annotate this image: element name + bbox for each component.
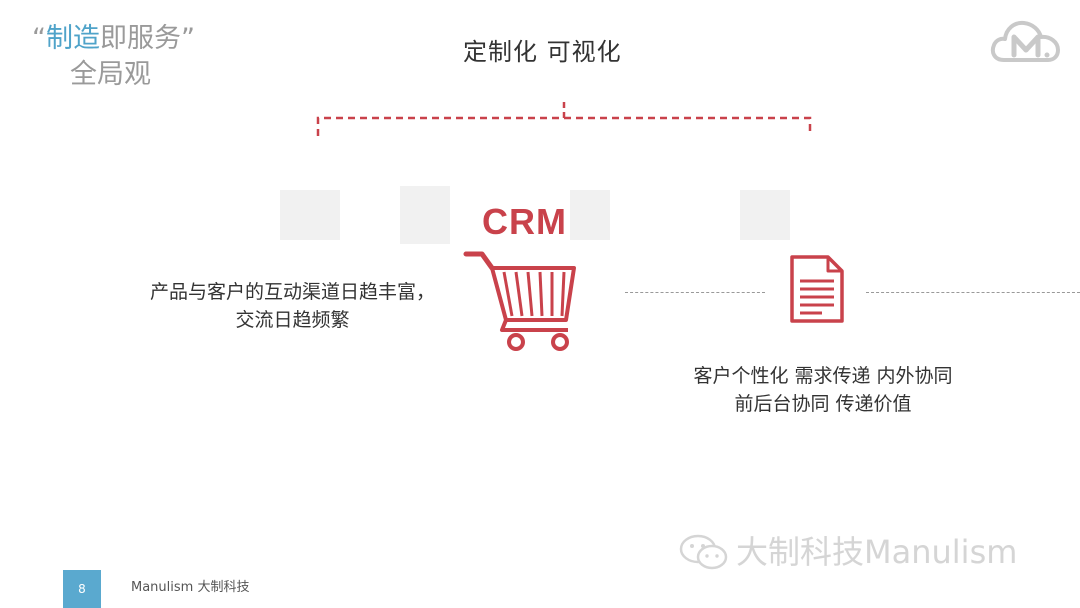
- manulism-cloud-logo-icon: [990, 20, 1060, 62]
- page-number-badge: 8: [63, 570, 101, 608]
- dashed-connector: [866, 292, 1080, 293]
- shopping-cart-icon: [463, 251, 576, 351]
- left-description: 产品与客户的互动渠道日趋丰富， 交流日趋频繁: [110, 278, 475, 334]
- right-description: 客户个性化 需求传递 内外协同 前后台协同 传递价值: [648, 362, 998, 418]
- title-quote-open: “: [32, 23, 46, 54]
- right-line-2: 前后台协同 传递价值: [734, 393, 912, 415]
- wechat-icon: [679, 534, 728, 570]
- watermark-text: 大制科技Manulism: [736, 533, 1018, 571]
- title-quote-close: ”: [181, 23, 195, 54]
- slide-heading: 定制化 可视化: [463, 38, 622, 66]
- crm-label: CRM: [482, 201, 567, 242]
- title-highlight: 制造: [46, 23, 100, 54]
- footer-brand: Manulism 大制科技: [131, 580, 250, 595]
- dashed-connector: [625, 292, 765, 293]
- dashed-brace: [316, 102, 812, 136]
- title-rest: 即服务: [100, 23, 181, 54]
- left-line-2: 交流日趋频繁: [235, 309, 350, 331]
- wechat-watermark: 大制科技Manulism: [678, 532, 1017, 572]
- faint-background-shapes: [280, 186, 790, 244]
- right-line-1: 客户个性化 需求传递 内外协同: [693, 365, 953, 387]
- left-line-1: 产品与客户的互动渠道日趋丰富，: [149, 281, 435, 303]
- slide-title: “制造即服务”: [32, 22, 195, 56]
- document-icon: [790, 255, 844, 323]
- slide-subtitle: 全局观: [70, 59, 151, 90]
